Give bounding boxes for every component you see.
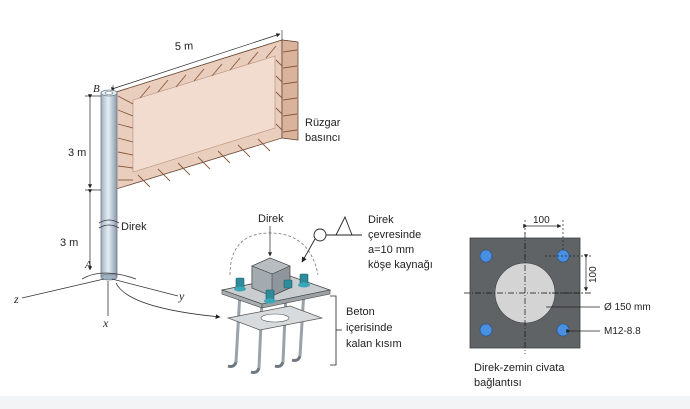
caption-line2: bağlantısı bbox=[474, 377, 522, 389]
dim-100-horizontal-label: 100 bbox=[533, 215, 550, 226]
concrete-bracket bbox=[330, 295, 342, 366]
weld-symbol bbox=[301, 215, 362, 263]
sign-board bbox=[112, 39, 299, 191]
dim-100-vertical-label: 100 bbox=[588, 266, 599, 283]
pole-label: Direk bbox=[121, 221, 147, 233]
bottom-bar bbox=[0, 396, 690, 409]
axis-z-label: z bbox=[13, 292, 19, 306]
concrete-label-line3: kalan kısım bbox=[346, 338, 402, 350]
wind-pressure-label-line2: basıncı bbox=[305, 132, 340, 144]
dimension-3m-lower-label: 3 m bbox=[60, 237, 78, 249]
weld-label-line3: a=10 mm bbox=[368, 244, 414, 256]
dimension-5m-label: 5 m bbox=[175, 40, 194, 53]
weld-label-line2: çevresinde bbox=[368, 229, 421, 241]
bolt-label: M12-8.8 bbox=[604, 326, 641, 337]
pole bbox=[98, 89, 120, 281]
weld-label-line4: köşe kaynağı bbox=[368, 259, 433, 271]
axis-x-label: x bbox=[102, 316, 109, 330]
point-a-label: A bbox=[84, 259, 92, 271]
axis-y-label: y bbox=[178, 289, 185, 303]
caption-line1: Direk-zemin civata bbox=[474, 362, 565, 374]
dimension-height bbox=[85, 94, 101, 271]
base-plate-detail bbox=[220, 232, 332, 374]
dimension-5m: 5 m bbox=[110, 30, 283, 93]
concrete-label-line2: içerisinde bbox=[346, 322, 392, 334]
coordinate-axes bbox=[21, 272, 221, 319]
weld-label-line1: Direk bbox=[368, 214, 394, 226]
bolt-plate-top-view bbox=[464, 220, 600, 354]
concrete-label-line1: Beton bbox=[346, 306, 375, 318]
point-b-label: B bbox=[93, 83, 100, 95]
diameter-label: Ø 150 mm bbox=[604, 302, 651, 313]
wind-pressure-label-line1: Rüzgar bbox=[305, 117, 341, 129]
detail-pole-label: Direk bbox=[258, 213, 284, 225]
dimension-3m-upper-label: 3 m bbox=[68, 147, 86, 159]
